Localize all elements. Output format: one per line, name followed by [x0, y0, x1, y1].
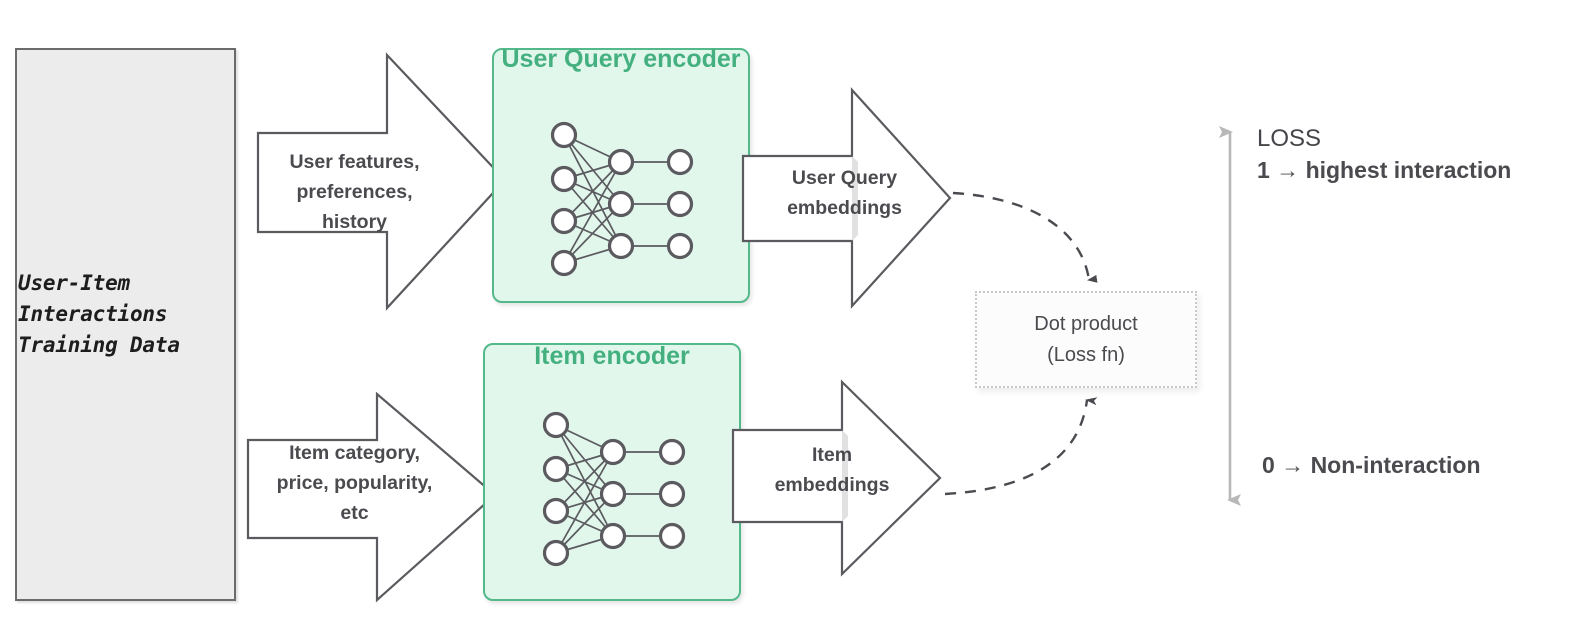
- user-query-encoder-title: User Query encoder: [501, 45, 741, 73]
- item-encoder-network-icon: [542, 411, 686, 567]
- user-query-embeddings-arrow: [740, 86, 955, 311]
- dot-product-box: [975, 291, 1197, 388]
- dot-product-label: Dot product (Loss fn): [1034, 313, 1138, 366]
- user-features-arrow-label: User features, preferences, history: [289, 151, 420, 233]
- user-features-arrow: [255, 50, 510, 315]
- item-features-arrow: [245, 390, 500, 605]
- training-data-label: User-Item Interactions Training Data: [18, 271, 180, 357]
- loss-low-label: 0 → Non-interaction: [1262, 452, 1481, 478]
- user-query-encoder-box: [492, 48, 750, 303]
- loss-high-label: 1 → highest interaction: [1257, 157, 1512, 183]
- training-data-box: [15, 48, 236, 601]
- user-encoder-network-icon: [550, 121, 694, 277]
- item-embeddings-arrow: [730, 378, 945, 578]
- item-encoder-title: Item encoder: [534, 342, 690, 370]
- loss-axis-arrow: [1219, 126, 1241, 506]
- item-embeddings-arrow-label: Item embeddings: [774, 444, 890, 496]
- user-query-embeddings-arrow-label: User Query embeddings: [787, 167, 902, 219]
- loss-axis-title: LOSS: [1257, 125, 1322, 152]
- item-to-dotproduct-connector: [944, 397, 1098, 496]
- user-to-dotproduct-connector: [952, 191, 1098, 283]
- item-features-arrow-label: Item category, price, popularity, etc: [276, 442, 433, 524]
- item-encoder-box: [483, 343, 741, 601]
